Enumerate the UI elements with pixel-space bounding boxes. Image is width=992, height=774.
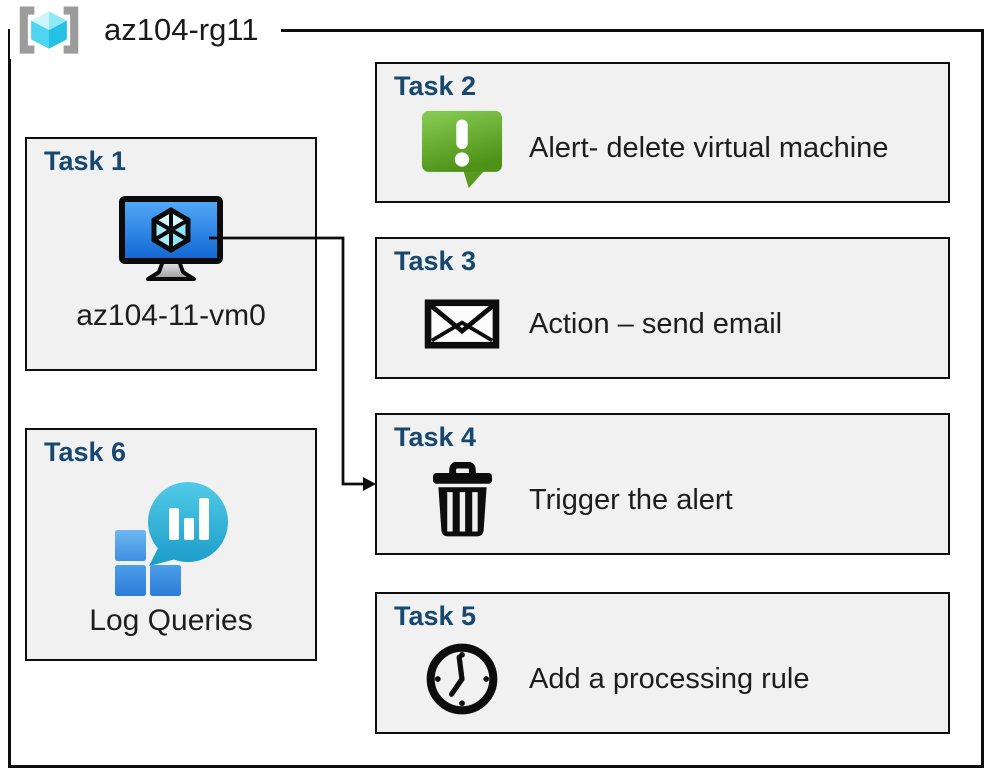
task3-title: Task 3 [394,246,477,276]
task5-title: Task 5 [394,601,477,631]
resource-group-icon [19,6,79,54]
task2-title: Task 2 [394,71,477,101]
task-box-2: Task 2 Alert- delete virtual machine [375,62,950,203]
resource-group-header: az104-rg11 [10,3,281,59]
task-box-3: Task 3 Action – send email [375,237,950,379]
task-box-4: Task 4 Trigger the alert [375,413,950,555]
task-box-1: Task 1 az104-11-vm0 [25,137,317,371]
trash-icon [432,461,492,536]
task4-title: Task 4 [394,422,477,452]
resource-group-label: az104-rg11 [104,12,259,47]
email-icon [424,299,500,349]
vm-name-label: az104-11-vm0 [76,299,266,332]
task5-label: Add a processing rule [529,662,810,695]
virtual-machine-icon [119,196,223,281]
alert-icon [421,110,503,188]
task1-title: Task 1 [44,146,127,176]
task6-title: Task 6 [44,437,127,467]
task2-label: Alert- delete virtual machine [529,132,889,164]
task3-label: Action – send email [529,307,783,340]
task-box-6: Task 6 Log Queries [25,428,317,661]
task4-label: Trigger the alert [529,483,733,516]
clock-icon [426,643,498,715]
log-queries-label: Log Queries [89,604,253,637]
task-box-5: Task 5 Add a processing rule [375,592,950,734]
log-queries-icon [115,482,228,596]
